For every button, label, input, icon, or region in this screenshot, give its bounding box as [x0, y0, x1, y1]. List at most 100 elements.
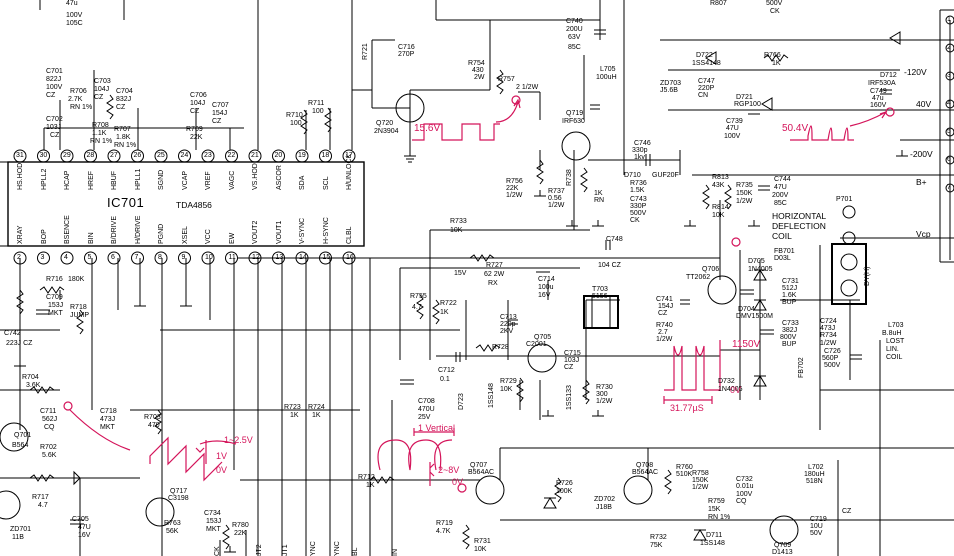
- label-fb701v: D03L: [774, 255, 791, 262]
- label-dy: DY(H): [864, 266, 871, 286]
- ic-pin-22-name: VAGC: [228, 170, 236, 190]
- label-c715w: CZ: [564, 364, 574, 371]
- ic-pin-26-circle: [131, 149, 144, 163]
- label-c734w: MKT: [206, 526, 221, 533]
- annotation-w0v_a: 0V: [730, 385, 742, 395]
- label-c705v: 47U: [78, 524, 91, 531]
- coil-label-line-1: HORIZONTAL: [772, 211, 827, 221]
- label-r758v: 150K: [692, 477, 709, 484]
- label-r722v: 1K: [440, 309, 449, 316]
- label-r737: R737: [548, 188, 565, 195]
- label-c719v: 10U: [810, 523, 823, 530]
- ic-pin-22-circle: [225, 149, 238, 163]
- label-r726: R726: [556, 480, 573, 487]
- label-c711v: 562J: [42, 416, 58, 423]
- label-c731: C731: [782, 278, 799, 285]
- label-r754w: 2W: [474, 74, 485, 81]
- label-c740w: 63V: [568, 34, 581, 41]
- ic-pin-7-number: 7: [134, 254, 139, 261]
- ic-pin-14-number: 14: [299, 254, 307, 261]
- label-q709: Q709: [774, 542, 792, 549]
- ic-pin-8-name: PGND: [158, 223, 165, 244]
- connector-pin-3: 3: [947, 72, 951, 79]
- label-r738: R738: [566, 169, 573, 186]
- label-zd701v: 11B: [12, 534, 24, 541]
- ic-pin-26-number: 26: [133, 152, 142, 159]
- component-symbols: [0, 15, 954, 553]
- label-l703x: LIN.: [886, 346, 899, 353]
- waveform-vertical: [377, 439, 453, 471]
- ic-pin-11-number: 11: [228, 254, 236, 261]
- label-r737v: 0.56: [548, 195, 562, 202]
- ic-pin-9-number: 9: [181, 254, 186, 261]
- label-c707: C707: [212, 102, 229, 109]
- label-r727: R727: [486, 262, 503, 269]
- waveform-15v6: [412, 123, 500, 141]
- label-l705: L705: [600, 66, 616, 73]
- label-c733: C733: [782, 320, 799, 327]
- annotation-w1vert: 1 Vertical: [418, 423, 456, 433]
- label-t703: T703: [592, 286, 608, 293]
- label-d705v: 1N4005: [748, 266, 773, 273]
- annotation-w125: 1~2.5V: [224, 435, 253, 445]
- ic-pin-8-number: 8: [158, 254, 162, 261]
- label-c714: C714: [538, 276, 555, 283]
- label-c740v: 200U: [566, 26, 583, 33]
- label-c741w: CZ: [658, 310, 668, 317]
- label-r813: R813: [712, 174, 729, 181]
- label-r711: R711: [308, 100, 325, 107]
- label-r721: R721: [362, 43, 369, 60]
- label-cz: CZ: [842, 508, 852, 515]
- label-bl_ync: YNC: [310, 541, 317, 556]
- label-r756w: 1/2W: [506, 192, 523, 199]
- label-q709v: D1413: [772, 549, 793, 556]
- label-l702: L702: [808, 464, 824, 471]
- waveform-arrow-d: [199, 440, 237, 445]
- label-q707: Q707: [470, 462, 488, 469]
- label-d733: 1SS133: [566, 385, 573, 410]
- ic-pin-17-circle: [342, 149, 356, 163]
- ic-pin-15-number: 15: [322, 254, 331, 261]
- label-r722: R722: [440, 300, 457, 307]
- probe-q706: [731, 237, 741, 247]
- label-c739v: 47U: [726, 125, 739, 132]
- probe-d712: [885, 107, 895, 117]
- label-d712v: IRF530A: [868, 80, 896, 87]
- label-r755v: 4.7: [412, 304, 422, 311]
- probe-q707: [457, 483, 467, 493]
- ic-pin-30-number: 30: [39, 152, 48, 159]
- label-r740w: 1/2W: [656, 336, 673, 343]
- label-c704w: CZ: [116, 104, 126, 111]
- label-r735v: 150K: [736, 190, 753, 197]
- label-c743: C743: [630, 196, 647, 203]
- ic-pin-30-circle: [37, 149, 50, 163]
- label-d732: D732: [718, 378, 735, 385]
- annotation-w0v_c: 0V: [216, 465, 228, 475]
- label-r703: R703: [144, 414, 161, 421]
- connector-pin-4: 4: [947, 100, 951, 107]
- label-q719: Q719: [566, 110, 584, 117]
- annotation-waveforms: [63, 95, 895, 493]
- label-c704v: 832J: [116, 96, 132, 103]
- ic-pin-16-circle: [342, 251, 356, 265]
- label-r710v: 100: [290, 120, 302, 127]
- waveform-1150v: [664, 340, 721, 391]
- label-bl_in: IN: [392, 549, 399, 556]
- label-c739w: 100V: [724, 133, 741, 140]
- label-r723: R723: [284, 404, 301, 411]
- ic-pin-31-name: HS.HOD: [17, 162, 24, 190]
- label-r756v: 22K: [506, 185, 519, 192]
- ic-pin-10-name: VCC: [205, 229, 212, 244]
- label-r704: R704: [22, 374, 39, 381]
- ic-pin-3-circle: [37, 251, 50, 265]
- label-c732: C732: [736, 476, 753, 483]
- label-r702v: 5.6K: [42, 452, 57, 459]
- connector-pin-6: 6: [947, 156, 951, 163]
- ic-pin-13-number: 13: [275, 254, 284, 261]
- label-r731v: 10K: [474, 546, 487, 553]
- label-c714v: 100u: [538, 284, 554, 291]
- annotation-w3177: 31.77µS: [670, 403, 704, 413]
- label-d723: D723: [458, 393, 465, 410]
- label-c711w: CQ: [44, 424, 55, 431]
- label-c726v: 560P: [822, 355, 839, 362]
